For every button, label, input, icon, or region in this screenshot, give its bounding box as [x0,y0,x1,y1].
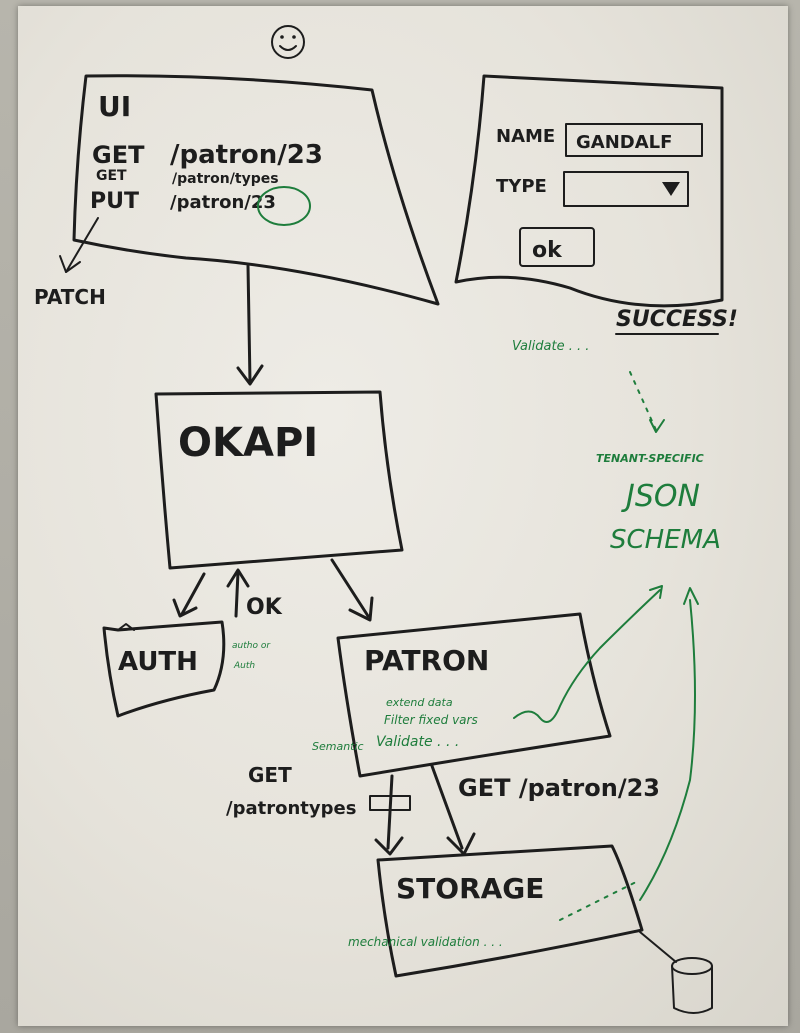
okapi-box [154,390,404,570]
form-name-label: NAME [496,126,555,147]
patron-title: PATRON [364,644,489,677]
okapi-to-patron-arrow-head [348,596,374,622]
okapi-to-auth-arrow-head [172,598,198,618]
auth-title: AUTH [118,647,198,677]
patch-label: PATCH [34,285,106,309]
auth-box [102,620,226,718]
ui-request-3-method: PUT [90,189,139,214]
smiley-icon [271,25,305,59]
patron-to-storage-arrow-2-line [430,764,464,850]
patron-id-circle [257,186,311,226]
auth-note-line-2: Auth [233,661,255,671]
storage-to-db-line [639,931,677,963]
ui-request-2-method: GET [96,168,127,184]
form-box [454,74,724,308]
storage-schema-line [639,599,696,901]
get-types-label-line-2: /patrontypes [226,798,356,819]
form-type-label: TYPE [496,176,547,197]
ui-to-okapi-arrow-line [246,264,252,384]
auth-ok-label: OK [246,595,283,620]
json-label: JSON [621,479,700,514]
form-type-select [563,171,689,207]
success-label: SUCCESS! [616,307,738,332]
auth-to-okapi-arrow-line [234,570,240,618]
schema-label: SCHEMA [610,525,721,555]
patron-note-line-3: Validate . . . [376,734,459,750]
storage-schema-arrow-head [683,587,699,605]
patch-arrow-line [65,217,99,273]
flipchart-sheet [18,6,788,1026]
patron-schema-arrow-head [649,585,663,599]
patron-note-line-2: Filter fixed vars [384,713,478,727]
form-name-value: GANDALF [576,132,672,153]
ui-to-okapi-arrow-head [236,364,264,386]
form-ok-label: ok [532,238,563,263]
okapi-to-auth-arrow-line [180,572,206,616]
database-icon [671,957,713,1014]
okapi-to-patron-arrow-line [330,558,370,618]
patron-to-storage-arrow-1-head [374,836,404,856]
chevron-down-icon [662,182,680,196]
form-name-input [565,123,703,157]
storage-box [376,844,644,978]
tenant-specific-label: TENANT-SPECIFIC [596,452,704,465]
ui-box [72,74,440,306]
auth-to-okapi-arrow-head [226,568,250,588]
patron-semantic-label: Semantic [312,740,364,753]
validate-dashed-line [629,371,657,431]
ui-title: UI [98,90,131,123]
patron-types-doc-icon [369,795,411,811]
ui-request-1-method: GET [92,141,145,169]
patron-note-line-1: extend data [386,696,453,709]
get-patron-label: GET /patron/23 [458,774,660,802]
patron-box [336,612,612,778]
ui-request-1-path: /patron/23 [170,140,323,170]
ui-request-2-path: /patron/types [172,171,279,187]
auth-note-line-1: autho or [232,641,271,651]
storage-note: mechanical validation . . . [348,935,503,949]
auth-box-corner [117,623,135,631]
patch-arrow-head [59,255,81,273]
validate-arrow-head [649,419,665,433]
storage-title: STORAGE [396,872,544,905]
ui-request-3-path: /patron/23 [170,192,276,213]
patron-schema-squiggle [513,589,661,723]
okapi-title: OKAPI [178,420,318,466]
validate-label: Validate . . . [512,339,589,354]
get-types-label-line-1: GET [248,763,292,787]
patron-to-storage-arrow-1-line [386,774,394,850]
form-ok-button [519,227,595,267]
